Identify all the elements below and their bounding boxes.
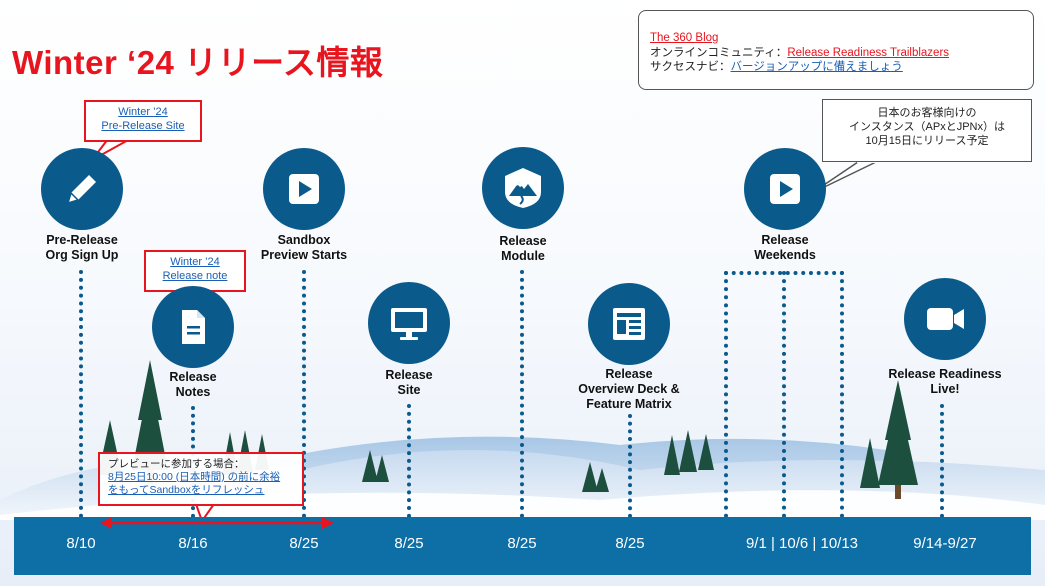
date-label: 8/10	[66, 535, 96, 552]
connector-line	[302, 270, 306, 518]
date-label: 8/25	[507, 535, 537, 552]
connector-line	[724, 271, 728, 518]
milestone-release-module	[482, 147, 564, 229]
play-icon	[289, 174, 319, 204]
release-note-callout: Winter ’24 Release note	[144, 250, 246, 292]
milestone-release-notes	[152, 286, 234, 368]
preview-note-line1: プレビューに参加する場合：	[108, 458, 245, 470]
connector-line	[79, 270, 83, 518]
navi-label: サクセスナビ：	[650, 61, 731, 73]
prerelease-site-link-line2[interactable]: Pre-Release Site	[101, 120, 185, 132]
preview-note-callout: プレビューに参加する場合： 8月25日10:00 (日本時間) の前に余裕 をも…	[98, 452, 304, 506]
milestone-release-readiness-live	[904, 278, 986, 360]
play-icon	[770, 174, 800, 204]
pencil-icon	[66, 175, 96, 205]
milestone-prerelease-signup	[41, 148, 123, 230]
date-label: 8/16	[178, 535, 208, 552]
date-label: 8/25	[394, 535, 424, 552]
connector-line	[840, 271, 844, 518]
japan-instance-callout: 日本のお客様向けの インスタンス（APxとJPNx）は 10月15日にリリース予…	[822, 99, 1032, 162]
date-label: 9/14-9/27	[913, 535, 977, 552]
japan-callout-line3: 10月15日にリリース予定	[865, 135, 989, 147]
japan-callout-line2: インスタンス（APxとJPNx）は	[848, 121, 1005, 133]
timeline-bar	[14, 517, 1031, 575]
milestone-release-weekends	[744, 148, 826, 230]
prerelease-site-callout: Winter ’24 Pre-Release Site	[84, 100, 202, 142]
resource-links-box: The 360 Blog オンラインコミュニティ：Release Readine…	[638, 10, 1034, 90]
date-label: 9/1 | 10/6 | 10/13	[745, 535, 859, 552]
community-label: オンラインコミュニティ：	[650, 46, 788, 59]
connector-line	[628, 414, 632, 518]
preview-note-link-line2[interactable]: 8月25日10:00 (日本時間) の前に余裕	[108, 471, 281, 483]
milestone-sandbox-preview	[263, 148, 345, 230]
news-icon	[613, 308, 645, 340]
date-label: 8/25	[615, 535, 645, 552]
japan-callout-line1: 日本のお客様向けの	[877, 107, 977, 119]
community-link[interactable]: Release Readiness Trailblazers	[787, 46, 950, 59]
navi-link[interactable]: バージョンアップに備えましょう	[730, 61, 903, 73]
milestone-release-site	[368, 282, 450, 364]
date-label: 8/25	[289, 535, 319, 552]
connector-line	[782, 271, 786, 518]
document-icon	[182, 310, 205, 344]
blog-link[interactable]: The 360 Blog	[650, 32, 719, 44]
monitor-icon	[391, 308, 427, 340]
release-note-link-line1[interactable]: Winter ’24	[170, 256, 220, 268]
release-note-link-line2[interactable]: Release note	[162, 270, 228, 282]
connector-line	[940, 404, 944, 518]
connector-line	[520, 270, 524, 518]
video-camera-icon	[927, 308, 964, 330]
connector-line	[407, 404, 411, 518]
milestone-overview-deck	[588, 283, 670, 365]
prerelease-site-link-line1[interactable]: Winter ’24	[118, 106, 168, 118]
preview-note-link-line3[interactable]: をもってSandboxをリフレッシュ	[108, 484, 265, 496]
page-title: Winter ‘24 リリース情報	[12, 44, 384, 81]
trailhead-mountain-icon	[505, 168, 541, 208]
